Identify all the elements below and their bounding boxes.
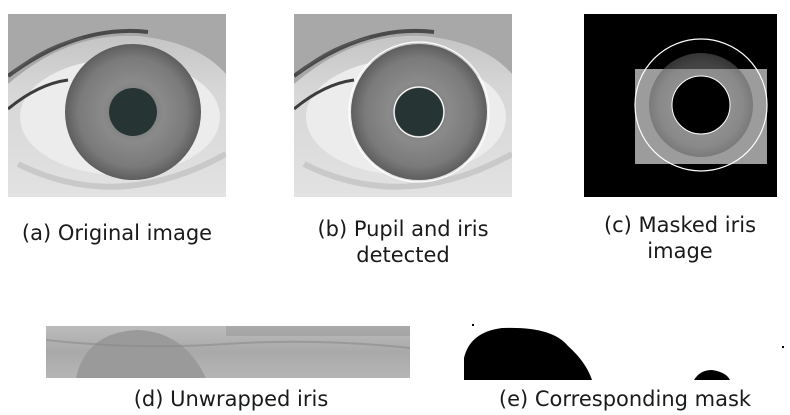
caption-line: (a) Original image bbox=[0, 220, 234, 246]
caption-line: (e) Corresponding mask bbox=[460, 386, 790, 412]
caption-c: (c) Masked iris image bbox=[580, 212, 780, 264]
caption-e: (e) Corresponding mask bbox=[460, 386, 790, 412]
caption-b: (b) Pupil and iris detected bbox=[284, 216, 522, 268]
masked-iris-image bbox=[584, 14, 777, 197]
caption-line: (c) Masked iris bbox=[580, 212, 780, 238]
caption-d: (d) Unwrapped iris bbox=[96, 386, 366, 412]
caption-line: (d) Unwrapped iris bbox=[96, 386, 366, 412]
unwrapped-iris-image bbox=[46, 326, 410, 378]
original-eye-image bbox=[8, 14, 226, 197]
corresponding-mask-image bbox=[464, 318, 790, 380]
caption-line: detected bbox=[284, 242, 522, 268]
caption-line: image bbox=[580, 238, 780, 264]
detected-eye-image bbox=[294, 14, 512, 197]
caption-a: (a) Original image bbox=[0, 220, 234, 246]
caption-line: (b) Pupil and iris bbox=[284, 216, 522, 242]
